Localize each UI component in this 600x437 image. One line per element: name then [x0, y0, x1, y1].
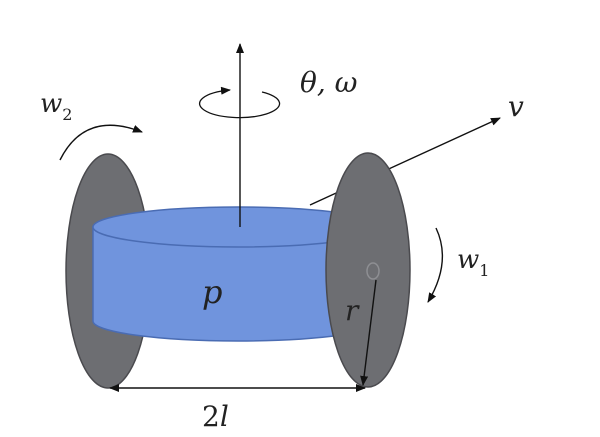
wheel-hub — [366, 262, 380, 280]
width-label: 2l — [202, 400, 229, 433]
theta-omega-label: θ, ω — [300, 66, 358, 99]
radius-label: r — [345, 294, 360, 327]
velocity-label: v — [508, 90, 524, 123]
robot-body — [92, 206, 384, 342]
radius-line — [360, 279, 377, 386]
rotation-arrow — [198, 86, 281, 119]
w2-rotation-arrow — [59, 124, 143, 161]
w1-label: w1 — [457, 245, 489, 280]
w1-rotation-arrow — [427, 227, 444, 303]
right-wheel — [325, 152, 411, 388]
body-position-label: p — [202, 273, 222, 311]
w2-label: w2 — [40, 89, 72, 124]
